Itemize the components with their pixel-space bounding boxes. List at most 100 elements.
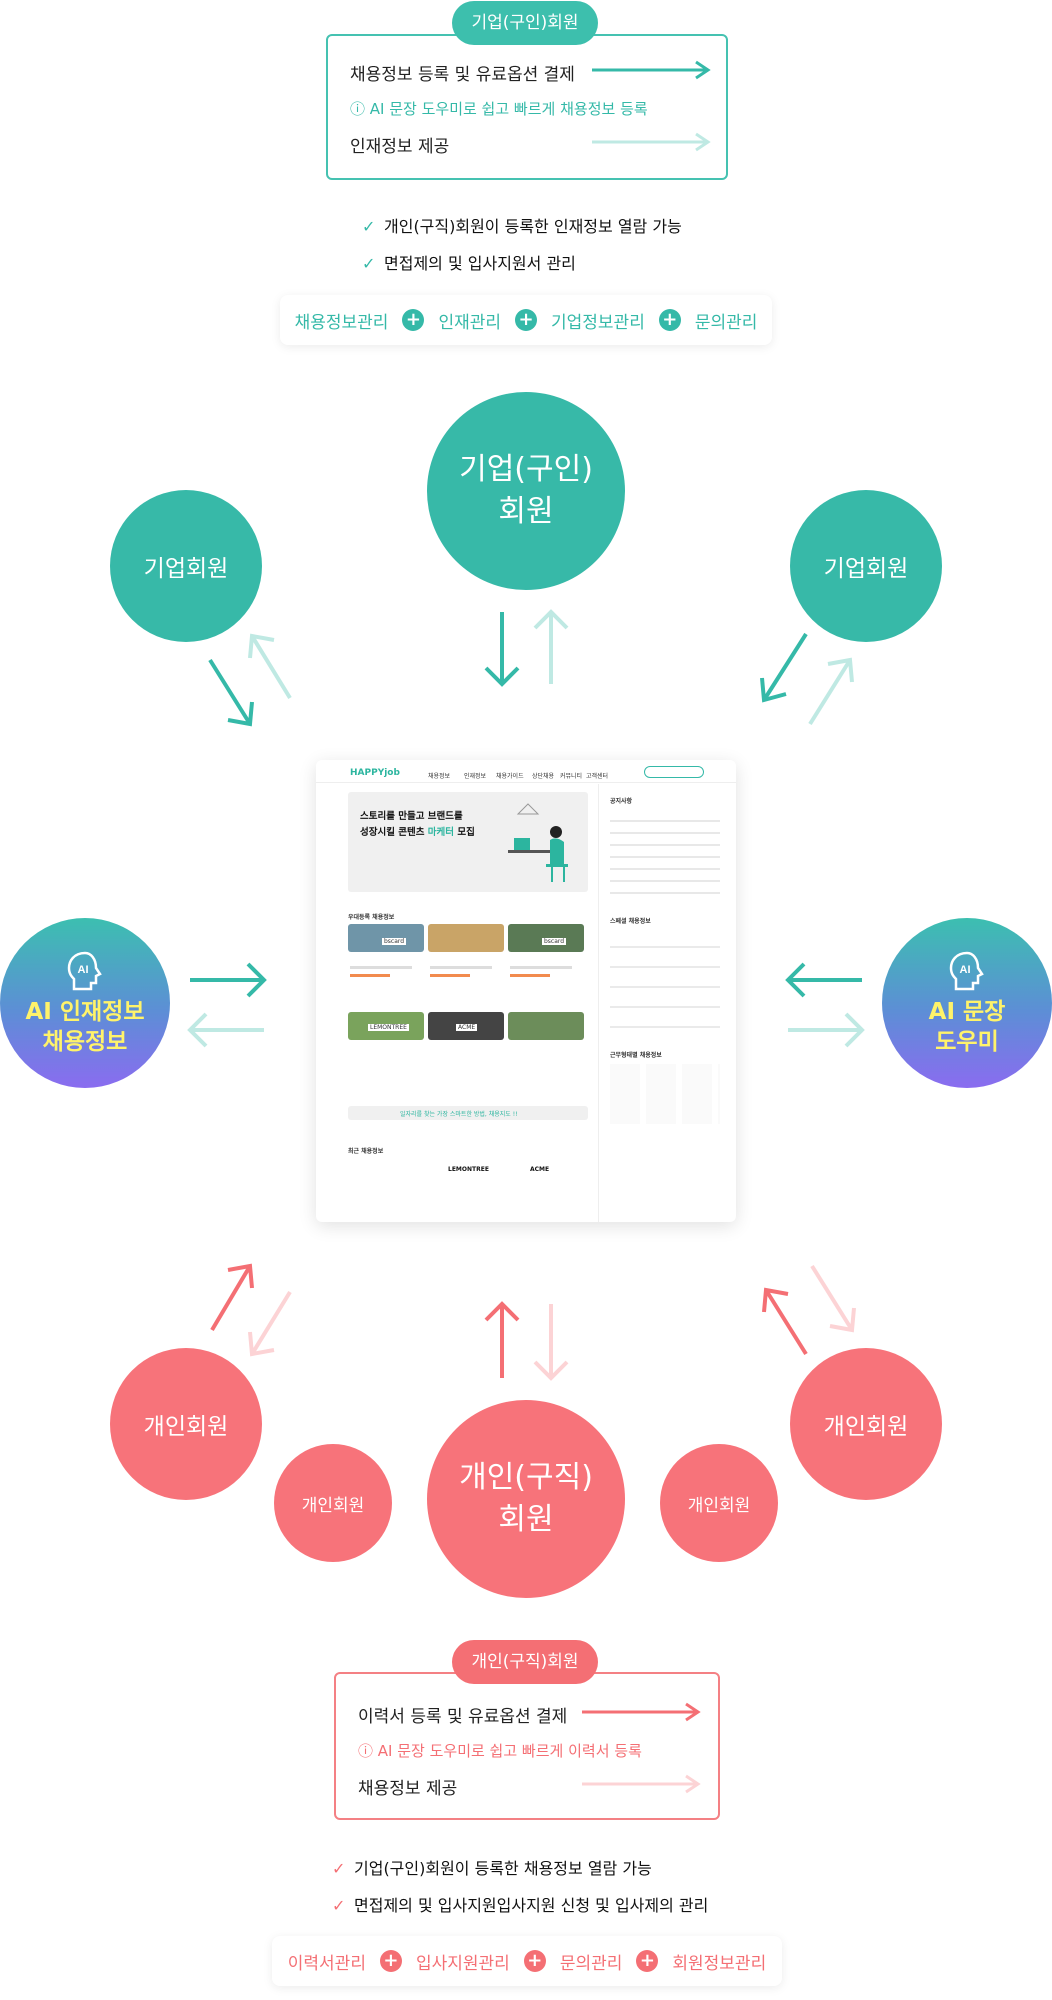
banner-illustration — [508, 803, 568, 882]
person-row-provide: 채용정보 제공 — [358, 1779, 458, 1799]
nav-item: 커뮤니티 — [560, 773, 583, 780]
nav-item: 상단채용 — [532, 773, 555, 780]
arrow-down-left-icon — [760, 632, 808, 703]
company-row-register: 채용정보 등록 및 유료옵션 결제 — [350, 65, 575, 85]
person-check-2: ✓면접제의 및 입사지원입사지원 신청 및 입사제의 관리 — [332, 1896, 709, 1915]
tag-talent-manage[interactable]: 인재관리 — [438, 312, 501, 333]
arrow-right-icon — [592, 132, 711, 152]
plus-icon: + — [402, 309, 425, 331]
arrow-right-icon — [582, 1702, 701, 1722]
arrow-right-icon — [190, 962, 267, 998]
company-badge: 기업(구인)회원 — [452, 1, 598, 45]
arrow-left-icon — [785, 962, 862, 998]
plus-icon: + — [658, 309, 681, 331]
arrow-left-icon — [187, 1012, 264, 1048]
section-title: 우대등록 채용정보 — [348, 914, 395, 921]
divider — [598, 784, 599, 1222]
banner-subtitle: 성장시킬 콘텐츠 마케터 모집 — [360, 827, 475, 838]
arrow-down-icon — [533, 1304, 569, 1381]
card-logo: LEMONTREE — [448, 1166, 489, 1173]
tag-inquiry-manage[interactable]: 문의관리 — [694, 312, 758, 333]
tag-member-info-manage[interactable]: 회원정보관리 — [672, 1953, 767, 1974]
site-preview-screenshot: HAPPYjob 채용정보 인재정보 채용가이드 상단채용 커뮤니티 고객센터 … — [316, 760, 736, 1222]
notice-list — [610, 810, 720, 900]
svg-text:AI: AI — [77, 964, 88, 976]
person-badge: 개인(구직)회원 — [452, 1640, 598, 1684]
person-info-box: 이력서 등록 및 유료옵션 결제 ⓘ AI 문장 도우미로 쉽고 빠르게 이력서… — [334, 1672, 720, 1820]
card-logo: bscard — [382, 938, 407, 945]
nav-item: 고객센터 — [586, 773, 609, 780]
plus-icon: + — [636, 1950, 659, 1972]
divider — [316, 782, 736, 783]
person-right-circle: 개인회원 — [790, 1348, 942, 1500]
check-icon: ✓ — [362, 254, 376, 273]
job-card-texts — [348, 956, 584, 1006]
nav-item: 인재정보 — [464, 773, 487, 780]
card-logo: LEMONTREE — [368, 1024, 409, 1031]
arrow-up-icon — [484, 1301, 520, 1378]
section-title: 공지사항 — [610, 798, 633, 805]
ai-head-icon: AI — [949, 951, 984, 991]
arrow-up-left-icon — [762, 1287, 808, 1356]
svg-text:AI: AI — [960, 964, 971, 976]
plus-icon: + — [523, 1950, 546, 1972]
arrow-up-icon — [533, 609, 569, 684]
person-ai-note: ⓘ AI 문장 도우미로 쉽고 빠르게 이력서 등록 — [358, 1742, 642, 1760]
person-check-1: ✓기업(구인)회원이 등록한 채용정보 열람 가능 — [332, 1859, 652, 1878]
section-title: 최근 채용정보 — [348, 1148, 384, 1155]
banner: 스토리를 만들고 브랜드를 성장시킬 콘텐츠 마케터 모집 — [348, 792, 588, 892]
site-search-input — [644, 766, 704, 778]
person-tag-bar: 이력서관리 + 입사지원관리 + 문의관리 + 회원정보관리 — [272, 1936, 782, 1986]
company-tag-bar: 채용정보관리 + 인재관리 + 기업정보관리 + 문의관리 — [280, 295, 772, 345]
arrow-down-right-icon — [810, 1264, 856, 1333]
company-check-1: ✓개인(구직)회원이 등록한 인재정보 열람 가능 — [362, 217, 682, 236]
company-right-circle: 기업회원 — [790, 490, 942, 642]
arrow-up-left-icon — [248, 633, 292, 700]
check-icon: ✓ — [332, 1859, 346, 1878]
tag-resume-manage[interactable]: 이력서관리 — [287, 1953, 366, 1974]
arrow-right-icon — [592, 60, 711, 80]
card-logo: ACME — [456, 1024, 478, 1031]
arrow-up-right-icon — [808, 657, 854, 726]
category-grid — [610, 1064, 720, 1124]
company-left-circle: 기업회원 — [110, 490, 262, 642]
tag-job-manage[interactable]: 채용정보관리 — [294, 312, 389, 333]
section-title: 스페셜 채용정보 — [610, 918, 651, 925]
company-info-box: 채용정보 등록 및 유료옵션 결제 ⓘ AI 문장 도우미로 쉽고 빠르게 채용… — [326, 34, 728, 180]
check-icon: ✓ — [332, 1896, 346, 1915]
section-title: 근무형태별 채용정보 — [610, 1052, 662, 1059]
card-logo: bscard — [542, 938, 567, 945]
ai-talent-circle: AI AI 인재정보 채용정보 — [0, 918, 170, 1088]
tag-application-manage[interactable]: 입사지원관리 — [415, 1953, 510, 1974]
banner-title: 스토리를 만들고 브랜드를 — [360, 811, 463, 822]
tag-inquiry-manage[interactable]: 문의관리 — [559, 1953, 623, 1974]
person-left-circle: 개인회원 — [110, 1348, 262, 1500]
arrow-down-left-icon — [248, 1290, 292, 1357]
arrow-up-right-icon — [210, 1263, 254, 1332]
job-card-image — [508, 1012, 584, 1040]
person-small-left-circle: 개인회원 — [274, 1444, 392, 1562]
nav-item: 채용가이드 — [496, 773, 524, 780]
site-logo: HAPPYjob — [350, 768, 400, 778]
cta-bar: 일자리를 찾는 가장 스마트한 방법, 채용지도 !! — [348, 1106, 588, 1120]
arrow-down-icon — [484, 612, 520, 687]
card-logo: ACME — [530, 1166, 550, 1173]
cta-text: 일자리를 찾는 가장 스마트한 방법, 채용지도 !! — [400, 1111, 518, 1118]
tag-company-info-manage[interactable]: 기업정보관리 — [551, 312, 645, 333]
nav-item: 채용정보 — [428, 773, 451, 780]
plus-icon: + — [515, 309, 537, 331]
special-list — [610, 928, 720, 1028]
company-check-2: ✓면접제의 및 입사지원서 관리 — [362, 254, 576, 273]
company-row-provide: 인재정보 제공 — [350, 137, 450, 157]
arrow-right-icon — [788, 1012, 865, 1048]
ai-writer-circle: AI AI 문장 도우미 — [882, 918, 1052, 1088]
arrow-right-icon — [582, 1774, 701, 1794]
plus-icon: + — [379, 1950, 402, 1972]
company-main-circle: 기업(구인)회원 — [427, 392, 625, 590]
job-card-image — [428, 924, 504, 952]
person-small-right-circle: 개인회원 — [660, 1444, 778, 1562]
ai-head-icon: AI — [67, 951, 102, 991]
person-row-register: 이력서 등록 및 유료옵션 결제 — [358, 1707, 568, 1727]
company-ai-note: ⓘ AI 문장 도우미로 쉽고 빠르게 채용정보 등록 — [350, 100, 648, 118]
